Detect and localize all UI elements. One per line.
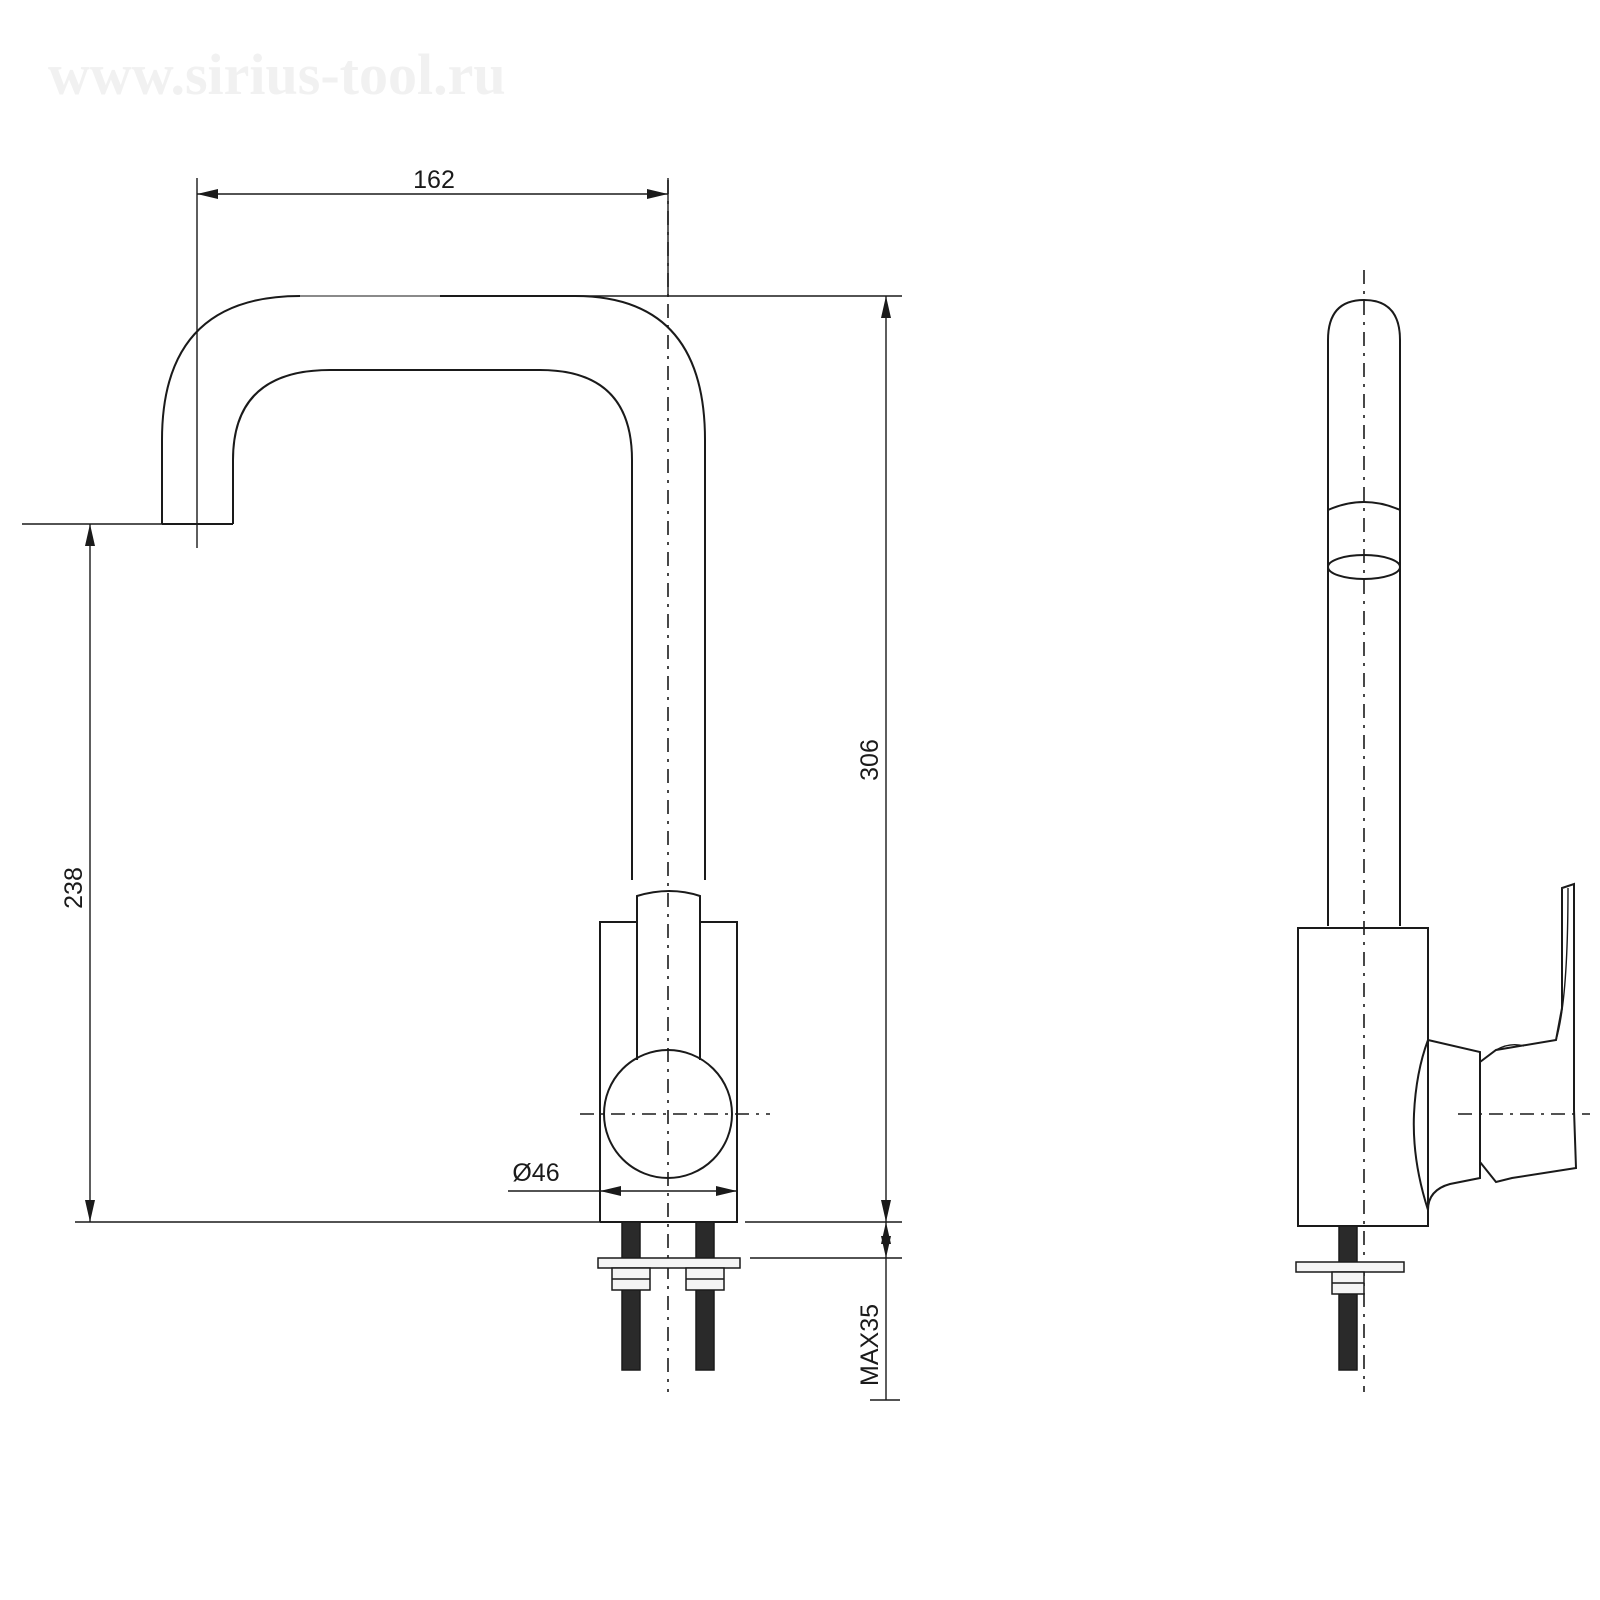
faucet-body bbox=[599, 921, 738, 1223]
dimension-base-diameter: Ø46 bbox=[508, 1159, 737, 1196]
side-spout-column bbox=[1327, 298, 1401, 926]
watermark: www.sirius-tool.ru bbox=[48, 42, 506, 107]
dimension-total-height: 306 bbox=[856, 296, 891, 1222]
side-valve-housing bbox=[1412, 1038, 1481, 1211]
side-lever-handle bbox=[1479, 882, 1578, 1184]
side-mounting-stud bbox=[1295, 1225, 1405, 1371]
base-diameter-label: Ø46 bbox=[512, 1159, 559, 1187]
side-body bbox=[1297, 927, 1429, 1227]
side-view bbox=[1295, 270, 1590, 1392]
mounting-studs bbox=[597, 1221, 741, 1371]
swivel-neck bbox=[636, 890, 701, 1060]
front-view: 162 306 238 Ø46 MAX35 bbox=[22, 166, 902, 1401]
max-countertop-label: MAX35 bbox=[856, 1304, 884, 1386]
spout-height-label: 238 bbox=[60, 867, 88, 909]
spout-outer-contour bbox=[161, 295, 706, 880]
spout-inner-contour bbox=[232, 369, 633, 880]
total-height-label: 306 bbox=[856, 739, 884, 781]
dimension-spout-reach: 162 bbox=[196, 166, 669, 548]
dimension-max-countertop: MAX35 bbox=[856, 1222, 900, 1401]
spout-reach-label: 162 bbox=[413, 166, 455, 194]
dimension-spout-height: 238 bbox=[60, 524, 95, 1222]
